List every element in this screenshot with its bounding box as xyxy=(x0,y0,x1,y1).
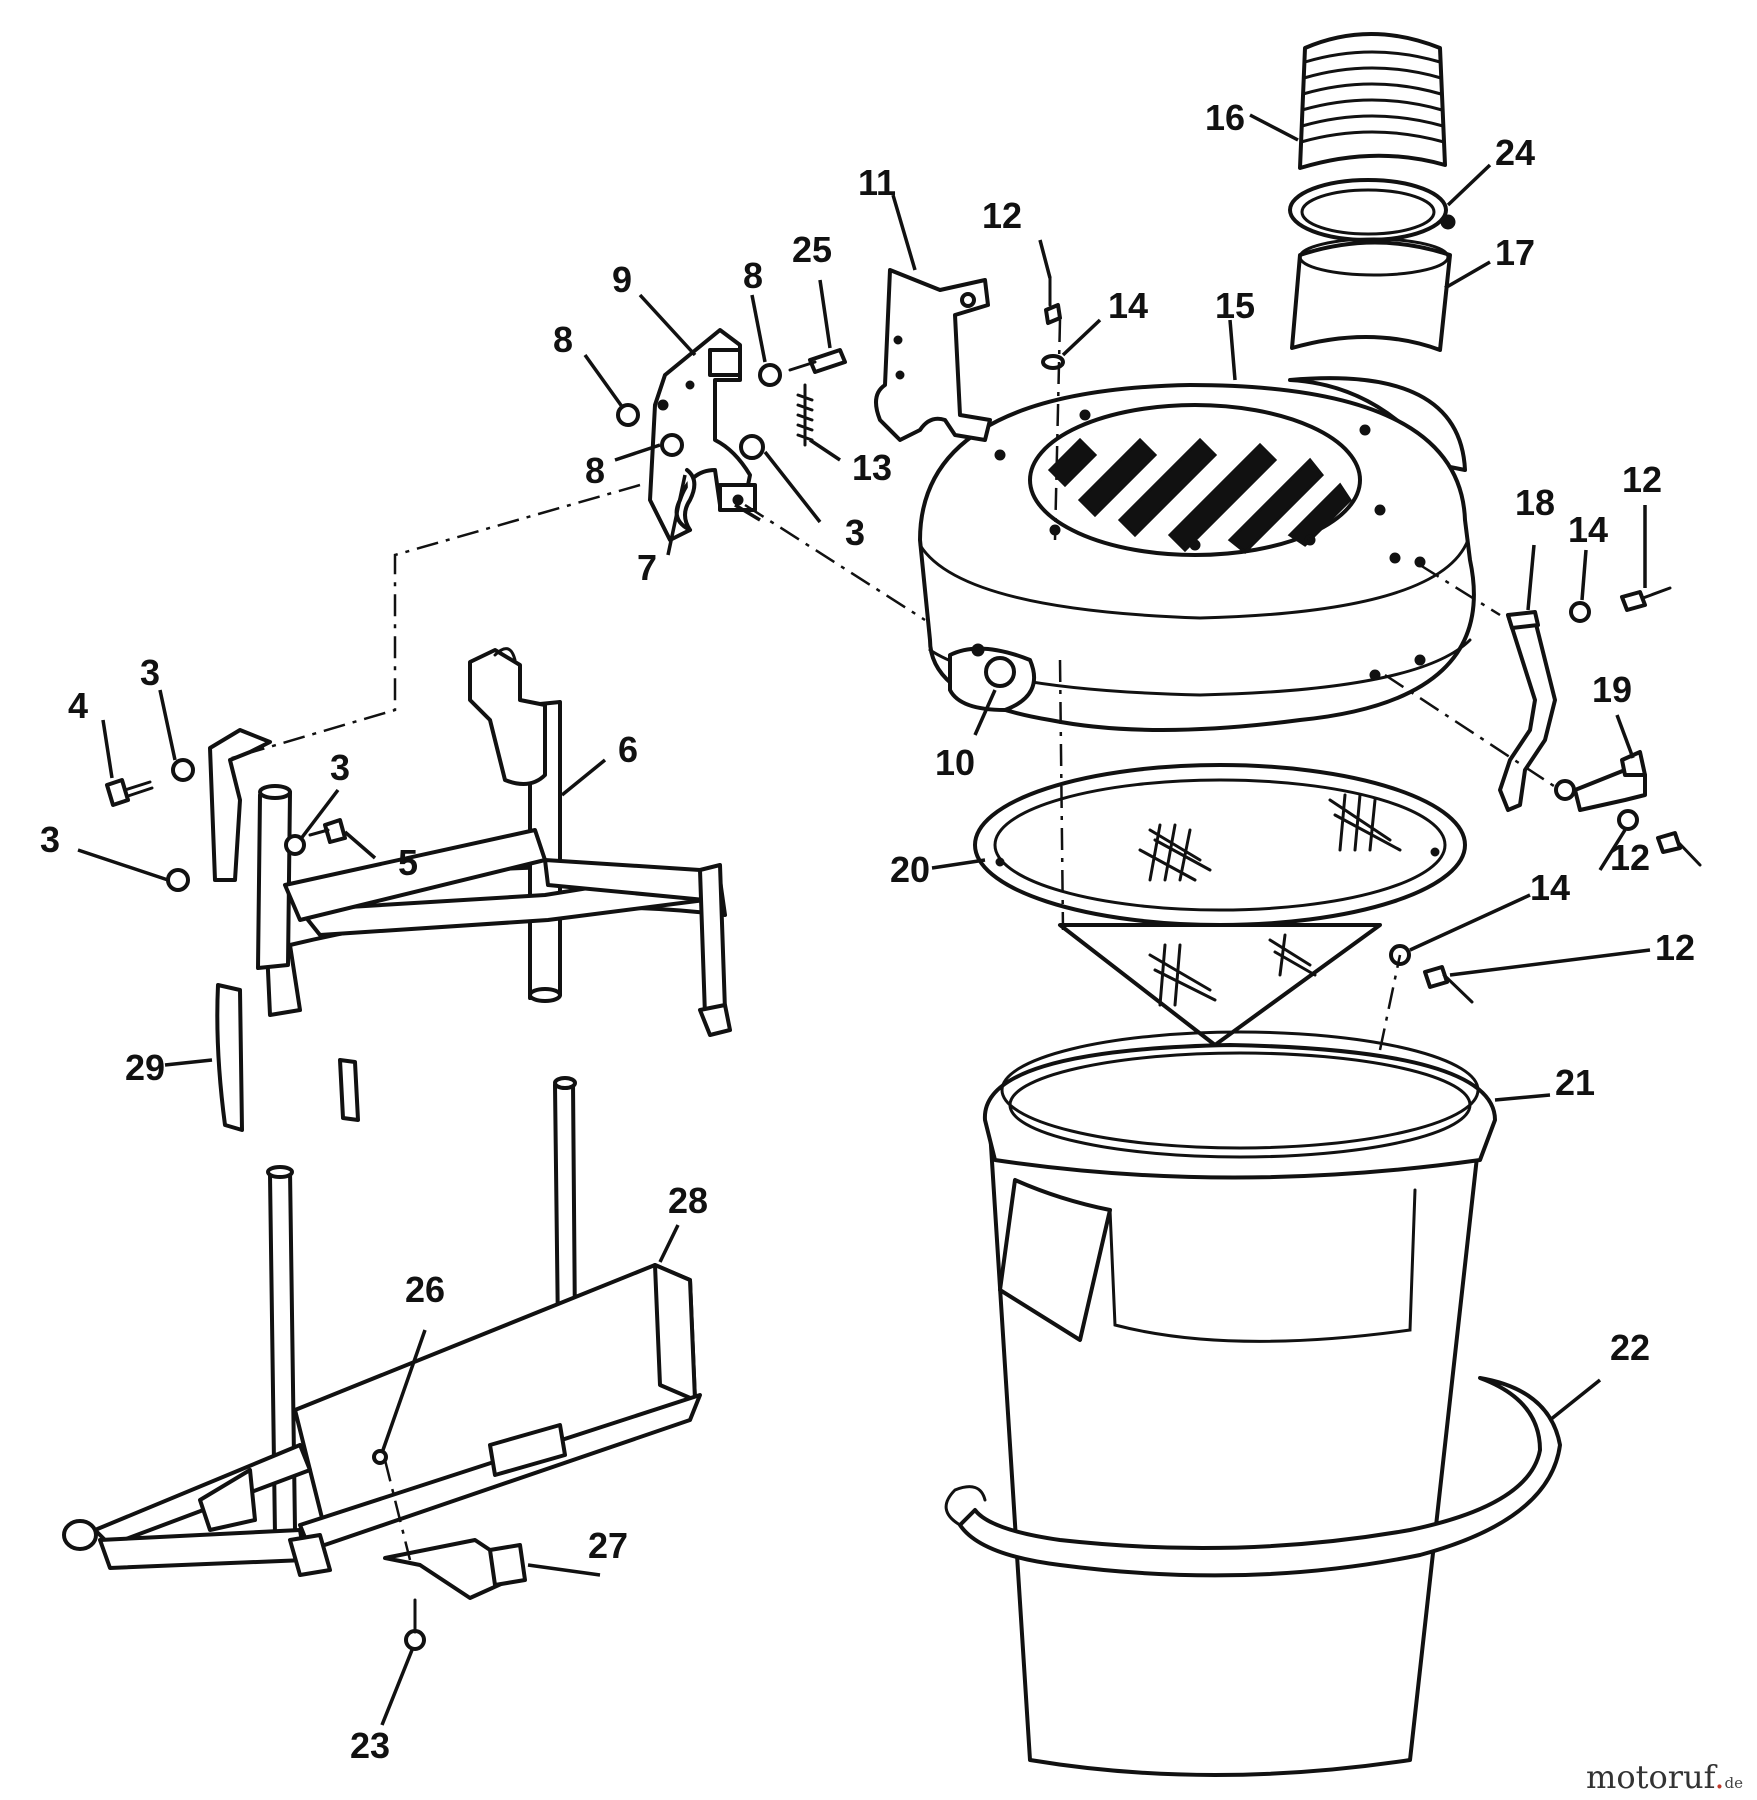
callout-15: 15 xyxy=(1215,285,1255,326)
callout-9: 9 xyxy=(612,259,632,300)
hose-part xyxy=(1298,32,1447,170)
callout-11: 11 xyxy=(858,162,896,203)
bracket-27-part xyxy=(383,1538,527,1600)
callout-3-left-bottom: 3 xyxy=(40,819,60,860)
lower-frame-part xyxy=(62,1076,702,1577)
band-strap-part xyxy=(944,1376,1562,1578)
callout-14-lower: 14 xyxy=(1530,867,1570,908)
callout-10: 10 xyxy=(935,742,975,783)
blower-housing-part xyxy=(918,376,1476,732)
callout-24: 24 xyxy=(1495,132,1535,173)
callout-21: 21 xyxy=(1555,1062,1595,1103)
right-hardware-parts xyxy=(1389,586,1702,1004)
gasket-29-part xyxy=(215,983,244,1132)
latch-knob-part xyxy=(948,643,1036,712)
watermark-dot: . xyxy=(1714,1758,1725,1796)
callout-8-upper-right: 8 xyxy=(743,255,763,296)
callout-12-lower: 12 xyxy=(1655,927,1695,968)
adapter-part xyxy=(1290,237,1452,352)
upper-frame-part xyxy=(208,647,732,1122)
callout-3-left-top: 3 xyxy=(140,652,160,693)
callout-4: 4 xyxy=(68,685,88,726)
callout-20: 20 xyxy=(890,849,930,890)
callout-12-right-top: 12 xyxy=(1622,459,1662,500)
callout-17: 17 xyxy=(1495,232,1535,273)
callout-14: 14 xyxy=(1108,285,1148,326)
callout-22: 22 xyxy=(1610,1327,1650,1368)
callout-27: 27 xyxy=(588,1525,628,1566)
watermark-name: motoruf xyxy=(1586,1758,1715,1796)
callout-6: 6 xyxy=(618,729,638,770)
bracket-11-part xyxy=(874,268,992,442)
callout-29: 29 xyxy=(125,1047,165,1088)
callout-14-right: 14 xyxy=(1568,509,1608,550)
screen-filter-part xyxy=(973,763,1467,1047)
callout-12-right-middle: 12 xyxy=(1610,837,1650,878)
watermark-logo: motoruf.de xyxy=(1586,1758,1743,1796)
left-hardware-parts xyxy=(105,758,347,892)
callout-3-bracket: 3 xyxy=(845,512,865,553)
callout-28: 28 xyxy=(668,1180,708,1221)
leader-lines xyxy=(77,113,1651,1726)
callout-3-left-middle: 3 xyxy=(330,747,350,788)
callout-23: 23 xyxy=(350,1725,390,1766)
bucket-part xyxy=(982,1030,1497,1777)
bracket-18-part xyxy=(1498,610,1557,812)
callout-26: 26 xyxy=(405,1269,445,1310)
callout-16: 16 xyxy=(1205,97,1245,138)
bracket-19-part xyxy=(1573,750,1647,812)
callout-19: 19 xyxy=(1592,669,1632,710)
callout-8-middle: 8 xyxy=(585,450,605,491)
hardware-parts xyxy=(616,276,1065,532)
bolt-23-part xyxy=(404,1598,426,1651)
assembly-guide-lines xyxy=(224,319,1561,1561)
clamp-ring-part xyxy=(1288,178,1456,242)
watermark-tld: de xyxy=(1724,1774,1743,1792)
callout-25: 25 xyxy=(792,229,832,270)
callout-12: 12 xyxy=(982,195,1022,236)
callout-7: 7 xyxy=(637,547,657,588)
callout-8-upper-left: 8 xyxy=(553,319,573,360)
callout-13: 13 xyxy=(852,447,892,488)
callout-labels: 16 24 17 11 12 14 15 9 8 25 8 8 13 3 7 1… xyxy=(40,97,1695,1766)
callout-18: 18 xyxy=(1515,482,1555,523)
callout-5: 5 xyxy=(398,842,418,883)
